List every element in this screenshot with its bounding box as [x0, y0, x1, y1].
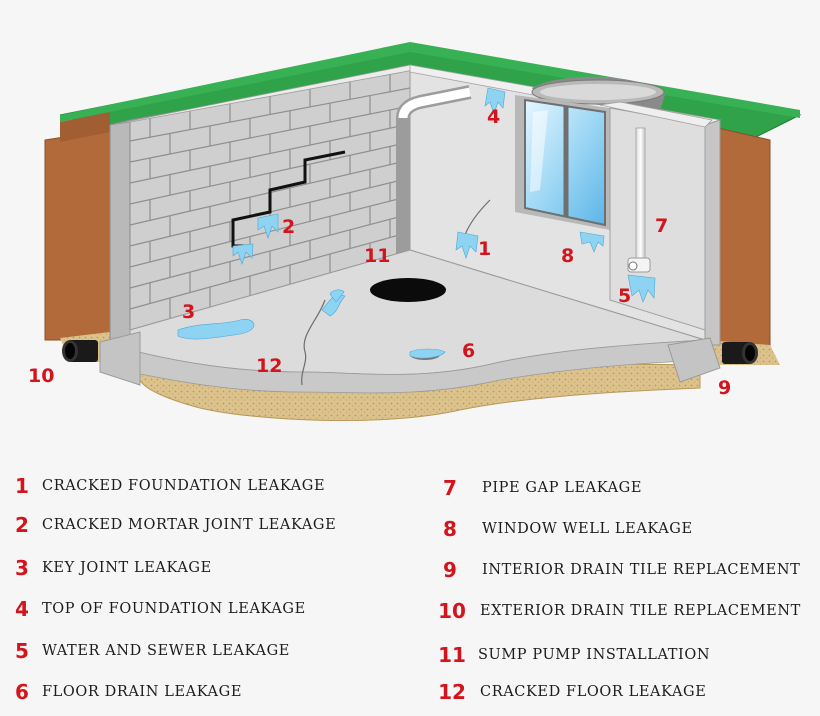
- callout-4: 4: [487, 106, 500, 128]
- legend-item-7: 7 PIPE GAP LEAKAGE: [430, 476, 642, 500]
- floor-crack: [301, 299, 326, 386]
- legend-item-5: 5 WATER AND SEWER LEAKAGE: [2, 639, 290, 663]
- legend-number: 5: [15, 639, 29, 663]
- legend-label: WATER AND SEWER LEAKAGE: [42, 643, 290, 659]
- legend-label: PIPE GAP LEAKAGE: [482, 480, 643, 496]
- legend-item-6: 6 FLOOR DRAIN LEAKAGE: [2, 680, 242, 704]
- callout-10: 10: [28, 365, 54, 387]
- wall-pillar-top: [599, 101, 713, 128]
- soil-left: [44, 129, 111, 341]
- legend-number: 7: [443, 476, 457, 500]
- legend-label: EXTERIOR DRAIN TILE REPLACEMENT: [480, 603, 801, 619]
- legend-number: 9: [443, 558, 457, 582]
- callout-6: 6: [462, 340, 475, 362]
- legend-item-12: 12 CRACKED FLOOR LEAKAGE: [432, 680, 706, 704]
- callout-7: 7: [655, 215, 668, 237]
- right-wall-edge: [704, 119, 721, 346]
- legend-item-1: 1 CRACKED FOUNDATION LEAKAGE: [2, 474, 325, 498]
- basement-window: [515, 95, 610, 230]
- legend-number: 6: [15, 680, 29, 704]
- legend-label: KEY JOINT LEAKAGE: [42, 560, 212, 576]
- legend: 1 CRACKED FOUNDATION LEAKAGE 2 CRACKED M…: [0, 460, 820, 716]
- legend-item-8: 8 WINDOW WELL LEAKAGE: [430, 517, 693, 541]
- legend-label: FLOOR DRAIN LEAKAGE: [42, 684, 242, 700]
- callout-11: 11: [364, 245, 390, 267]
- exterior-drain-tile: [62, 340, 98, 362]
- legend-item-2: 2 CRACKED MORTAR JOINT LEAKAGE: [2, 513, 336, 537]
- sump-pit: [370, 278, 446, 302]
- legend-label: CRACKED FOUNDATION LEAKAGE: [42, 478, 326, 494]
- block-wall-edge: [109, 119, 131, 356]
- legend-number: 1: [15, 474, 29, 498]
- callout-5: 5: [618, 285, 631, 307]
- legend-number: 12: [438, 680, 466, 704]
- footing-left: [99, 331, 141, 386]
- water-leaks: [177, 87, 656, 359]
- basement-diagram: 1 2 3 4 5 6 7 8 9 10 11 12: [28, 42, 802, 422]
- legend-item-9: 9 INTERIOR DRAIN TILE REPLACEMENT: [430, 558, 800, 582]
- legend-item-3: 3 KEY JOINT LEAKAGE: [2, 556, 212, 580]
- legend-item-4: 4 TOP OF FOUNDATION LEAKAGE: [2, 597, 306, 621]
- legend-label: WINDOW WELL LEAKAGE: [482, 521, 693, 537]
- legend-label: CRACKED MORTAR JOINT LEAKAGE: [42, 517, 337, 533]
- footing-right: [667, 337, 721, 383]
- callout-3: 3: [182, 301, 195, 323]
- legend-label: CRACKED FLOOR LEAKAGE: [480, 684, 707, 700]
- legend-label: TOP OF FOUNDATION LEAKAGE: [42, 601, 306, 617]
- callout-8: 8: [561, 245, 574, 267]
- legend-number: 11: [438, 643, 466, 667]
- legend-number: 4: [15, 597, 29, 621]
- interior-drain-tile: [722, 342, 758, 364]
- mortar-joint-crack: [231, 150, 346, 248]
- water-pipe: [627, 127, 651, 273]
- legend-number: 2: [15, 513, 29, 537]
- callout-numbers: 1 2 3 4 5 6 7 8 9 10 11 12: [28, 106, 731, 399]
- callout-12: 12: [256, 355, 282, 377]
- soil-left-top: [60, 112, 110, 142]
- legend-label: SUMP PUMP INSTALLATION: [478, 647, 711, 663]
- legend-number: 8: [443, 517, 457, 541]
- legend-item-10: 10 EXTERIOR DRAIN TILE REPLACEMENT: [432, 599, 801, 623]
- callout-9: 9: [718, 377, 731, 399]
- callout-1: 1: [478, 238, 491, 260]
- wall-crack: [464, 199, 491, 236]
- legend-item-11: 11 SUMP PUMP INSTALLATION: [432, 643, 710, 667]
- window-well: [531, 76, 665, 110]
- legend-number: 10: [438, 599, 466, 623]
- legend-label: INTERIOR DRAIN TILE REPLACEMENT: [482, 562, 801, 578]
- legend-number: 3: [15, 556, 29, 580]
- callout-2: 2: [282, 216, 295, 238]
